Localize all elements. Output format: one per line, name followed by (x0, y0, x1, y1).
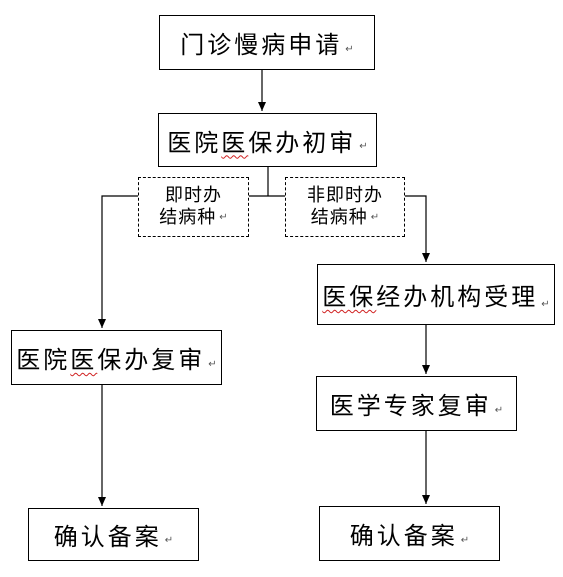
paragraph-mark-icon: ↵ (345, 44, 354, 55)
node-label: 确认备案 (53, 523, 162, 551)
node-label-line1: 非即时办 (307, 185, 383, 206)
node-hospital-insurance-initial-review: 医院医保办初审↵ (158, 113, 377, 167)
node-insurance-agency-acceptance: 医保经办机构受理↵ (317, 264, 555, 325)
node-non-immediate-settlement-disease: 非即时办 结病种↵ (285, 177, 405, 237)
node-label-part: 保办初审 (248, 128, 357, 157)
spellcheck-underlined-char: 医 (221, 128, 249, 157)
node-label-part: 保办复审 (97, 346, 206, 374)
spellcheck-underlined-char: 医 (70, 346, 98, 374)
node-label-line1: 即时办 (165, 185, 222, 206)
node-confirm-record-left: 确认备案↵ (28, 508, 199, 561)
paragraph-mark-icon: ↵ (164, 535, 174, 546)
node-label-part: 医院 (16, 346, 71, 374)
node-medical-expert-re-review: 医学专家复审↵ (316, 376, 517, 431)
paragraph-mark-icon: ↵ (208, 359, 217, 370)
spellcheck-underlined-text: 医保 (322, 283, 377, 311)
node-label: 医学专家复审 (329, 392, 492, 420)
paragraph-mark-icon: ↵ (370, 212, 380, 223)
arrow-right-branch (404, 195, 430, 262)
paragraph-mark-icon: ↵ (494, 405, 504, 416)
node-label-line2: 结病种 (159, 207, 217, 228)
paragraph-mark-icon: ↵ (219, 212, 228, 223)
node-confirm-record-right: 确认备案↵ (319, 506, 500, 561)
node-label: 确认备案 (349, 522, 458, 550)
arrow-left-branch (98, 195, 140, 328)
node-label-part: 医院 (167, 128, 222, 157)
node-hospital-insurance-re-review: 医院医保办复审↵ (11, 330, 222, 385)
node-outpatient-chronic-application: 门诊慢病申请↵ (159, 15, 375, 70)
node-label-part: 经办机构受理 (376, 283, 539, 311)
paragraph-mark-icon: ↵ (359, 141, 368, 152)
paragraph-mark-icon: ↵ (541, 299, 550, 310)
node-label-line2: 结病种 (310, 207, 368, 228)
node-label: 门诊慢病申请 (180, 31, 343, 59)
paragraph-mark-icon: ↵ (460, 535, 470, 546)
node-immediate-settlement-disease: 即时办 结病种↵ (138, 177, 249, 237)
